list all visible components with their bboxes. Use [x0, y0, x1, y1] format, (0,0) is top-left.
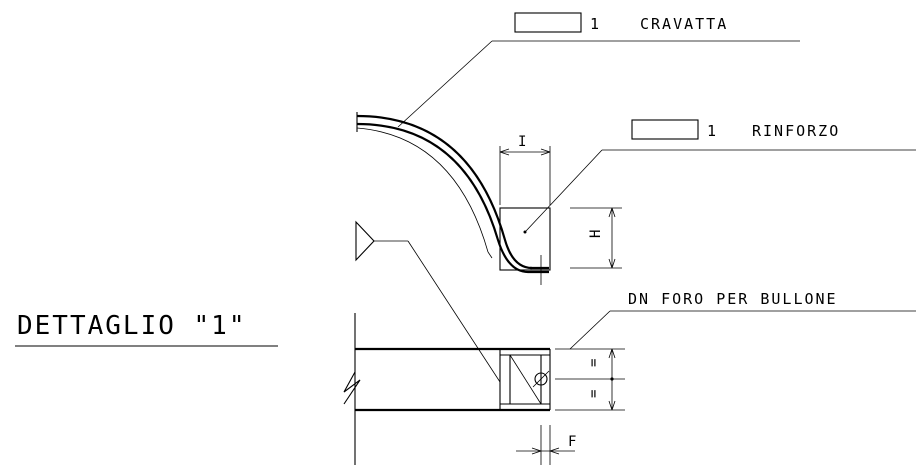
- bolt-hole: [534, 372, 548, 386]
- dim-eq-label-bottom: =: [586, 390, 602, 398]
- cravatta-leader-diagonal: [397, 40, 493, 128]
- foro-label: DN FORO PER BULLONE: [628, 290, 838, 308]
- dim-f-arrows: [531, 447, 560, 455]
- break-line: [343, 371, 361, 405]
- cravatta-outer-arc: [356, 114, 533, 270]
- bolt-hole-slash: [532, 370, 550, 388]
- cravatta-thin-end: [487, 251, 493, 259]
- dim-h-arrows: [608, 207, 616, 269]
- foro-leader-diagonal: [569, 310, 611, 350]
- rinforzo-label: RINFORZO: [752, 122, 840, 140]
- dim-i-arrows: [499, 148, 551, 156]
- dim-eq-mid-dot: [610, 377, 614, 381]
- dim-f-label: F: [568, 434, 576, 450]
- detail-title: DETTAGLIO "1": [17, 311, 247, 341]
- cravatta-thin-arc: [356, 127, 489, 253]
- rinforzo-point: [523, 230, 527, 234]
- dim-i-label: I: [518, 134, 526, 150]
- rinforzo-plate: [499, 207, 551, 271]
- dim-eq-label-top: =: [586, 359, 602, 367]
- dim-eq-arrows: [608, 348, 616, 411]
- dim-h-label: H: [588, 230, 604, 238]
- rinforzo-tag-box: [631, 119, 699, 140]
- cravatta-inner-arc: [356, 122, 549, 274]
- weld-leader-diagonal: [407, 240, 501, 383]
- cravatta-qty: 1: [590, 15, 601, 33]
- cravatta-label: CRAVATTA: [640, 15, 728, 33]
- rinforzo-leader-diagonal: [525, 149, 603, 232]
- rinforzo-qty: 1: [707, 122, 718, 140]
- side-rinforzo-diag: [509, 354, 542, 405]
- weld-symbol: [355, 220, 375, 262]
- cravatta-tag-box: [514, 12, 582, 33]
